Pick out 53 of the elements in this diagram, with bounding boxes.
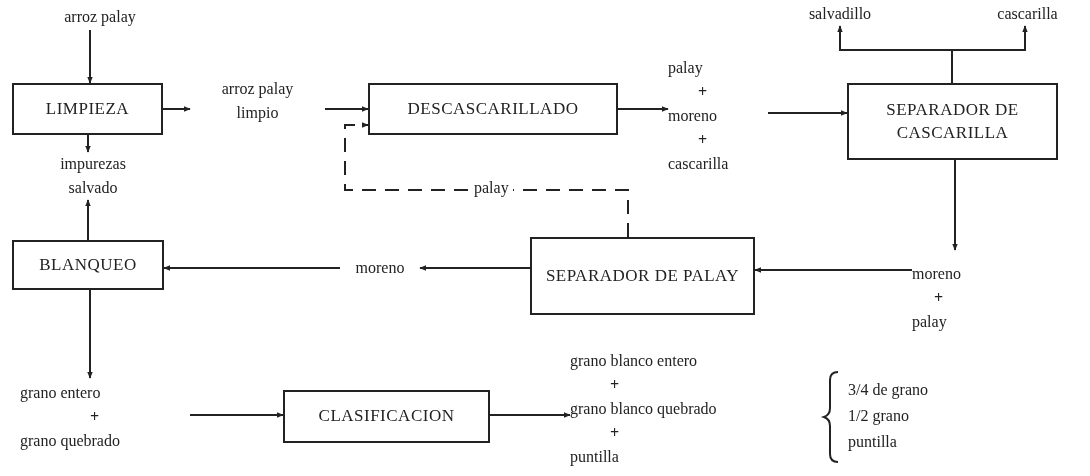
material-label: puntilla	[570, 447, 619, 468]
material-label: grano blanco entero	[570, 351, 698, 372]
fraction-label: 3/4 de grano	[848, 380, 928, 401]
box-label: CLASIFICACION	[318, 405, 455, 428]
material-label: moreno	[668, 106, 717, 126]
box-label: LIMPIEZA	[45, 97, 130, 120]
material-label: arroz palay limpio	[220, 79, 295, 124]
arrow	[85, 134, 91, 153]
arrow	[87, 289, 93, 379]
material-label: moreno	[912, 264, 961, 284]
process-box	[12, 240, 164, 290]
arrow	[324, 106, 369, 112]
dashed-arrow	[344, 122, 629, 238]
material-label: cascarilla	[668, 154, 729, 174]
plus-sign: +	[609, 375, 620, 395]
plus-sign: +	[697, 82, 708, 102]
plus-sign: +	[89, 407, 100, 427]
process-box	[368, 83, 618, 135]
arrow	[87, 29, 93, 84]
material-label: impurezas salvado	[59, 154, 127, 198]
material-label: salvadillo	[808, 4, 872, 24]
process-box	[283, 390, 490, 443]
plus-sign: +	[933, 288, 944, 308]
material-label: grano entero	[20, 383, 101, 404]
material-label: moreno	[355, 258, 405, 278]
arrow	[767, 110, 848, 116]
fraction-label: 1/2 grano	[848, 406, 909, 427]
arrow	[189, 412, 284, 418]
arrow	[85, 199, 91, 241]
fraction-label: puntilla	[848, 432, 897, 453]
arrow	[951, 25, 1028, 84]
arrow	[419, 265, 531, 271]
material-label: palay	[912, 312, 947, 333]
material-label: cascarilla	[997, 4, 1058, 24]
plus-sign: +	[697, 130, 708, 150]
arrow	[952, 159, 958, 251]
arrow	[162, 106, 191, 112]
material-label: arroz palay	[64, 7, 136, 28]
process-box	[12, 83, 163, 135]
process-box	[847, 83, 1058, 160]
material-label: grano quebrado	[20, 431, 120, 452]
box-label: SEPARADOR DE CASCARILLA	[885, 98, 1020, 144]
box-label: BLANQUEO	[39, 253, 137, 276]
arrow	[489, 412, 571, 418]
material-label: grano blanco quebrado	[570, 399, 717, 420]
box-label: SEPARADOR DE PALAY	[545, 264, 740, 287]
arrow	[163, 265, 341, 271]
arrow	[754, 267, 913, 273]
process-box	[530, 237, 755, 315]
plus-sign: +	[609, 423, 620, 443]
material-label: palay	[668, 58, 703, 79]
box-label: DESCASCARILLADO	[407, 97, 579, 120]
arrow	[617, 106, 669, 112]
